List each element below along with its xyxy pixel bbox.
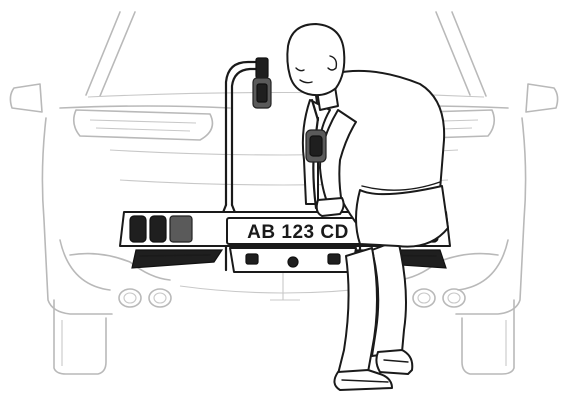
frame-holder-clamp bbox=[252, 57, 272, 109]
car-rear-outline bbox=[9, 11, 559, 375]
carrier-mount bbox=[224, 244, 362, 273]
license-plate-text: AB 123 CD bbox=[247, 222, 349, 243]
person-figure bbox=[286, 23, 449, 391]
bike-frame-part bbox=[305, 98, 327, 210]
